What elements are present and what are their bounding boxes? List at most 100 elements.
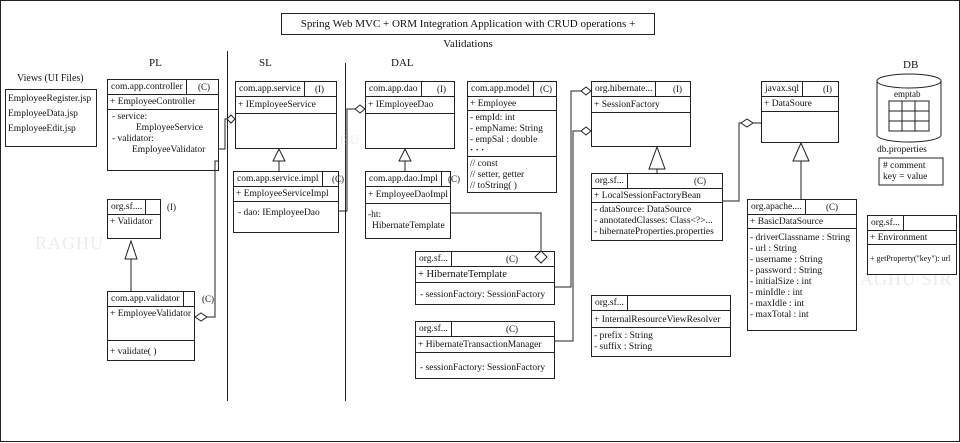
class-name: + IEmployeeService: [238, 100, 316, 110]
attribute-text: - url : String: [750, 244, 797, 254]
aggregation-diamond: [534, 250, 548, 264]
class-name: + HibernateTransactionManager: [418, 340, 542, 350]
db-property-line: # comment: [883, 161, 926, 171]
aggregation-diamond: [354, 104, 366, 114]
aggregation-diamond: [194, 312, 208, 322]
aggregation-diamond: [740, 118, 754, 128]
class-name: + DataSoure: [764, 99, 812, 109]
aggregation-diamond: [580, 126, 592, 136]
connector-lsfb-datasource: [723, 122, 761, 202]
connector-txmgr-sessionfactory: [555, 130, 591, 342]
attribute-text: -ht:: [368, 210, 382, 220]
attribute-text: - dao: IEmployeeDao: [238, 208, 320, 218]
class-box-employee-dao-impl: com.app.dao.Impl (C) + EmployeeDaoImpl -…: [365, 171, 460, 239]
class-name: + EmployeeValidator: [110, 309, 192, 319]
realization-arrow: [398, 147, 412, 162]
layer-label-sl: SL: [259, 57, 272, 69]
attribute-text: - empName: String: [470, 124, 543, 134]
class-name: + Employee: [470, 99, 517, 109]
class-name: + IEmployeeDao: [368, 100, 434, 110]
class-name: + EmployeeDaoImpl: [368, 190, 449, 200]
class-box-internal-resource-view-resolver: org.sf... + InternalResourceViewResolver…: [591, 295, 731, 357]
stereotype-label: (I): [823, 84, 832, 94]
class-name: + InternalResourceViewResolver: [594, 315, 721, 325]
realization-arrow: [648, 145, 666, 170]
class-name: + EmployeeServiceImpl: [236, 189, 329, 199]
class-name: + HibernateTemplate: [418, 269, 507, 280]
class-box-environment: org.sf... + Environment + getProperty("k…: [867, 215, 957, 275]
class-box-iemployee-dao: com.app.dao (I) + IEmployeeDao: [365, 81, 455, 149]
connector-daoimpl-template: [451, 212, 542, 251]
attribute-text: - validator:: [112, 134, 154, 144]
stereotype-label: (I): [673, 84, 682, 94]
db-properties-content: # comment key = value: [879, 159, 949, 185]
connector-controller-validator: [195, 160, 219, 318]
class-box-local-session-factory-bean: org.sf... (C) + LocalSessionFactoryBean …: [591, 173, 723, 241]
connector-controller-service: [219, 118, 235, 150]
stereotype-label: (C): [826, 202, 838, 212]
realization-arrow: [792, 141, 810, 162]
class-box-employee-service-impl: com.app.service.impl (C) + EmployeeServi…: [233, 171, 344, 233]
class-box-employee-controller: com.app.controller (C) + EmployeeControl…: [107, 79, 219, 171]
layer-divider-sl-dal: [345, 63, 346, 401]
class-name: + EmployeeController: [110, 97, 196, 107]
stereotype-label: (C): [694, 176, 706, 186]
class-box-session-factory: org.hibernate... (I) + SessionFactory: [591, 81, 691, 147]
stereotype-label: (C): [202, 294, 214, 304]
stereotype-label: (C): [506, 254, 518, 264]
aggregation-diamond: [226, 114, 236, 124]
stereotype-label: (C): [540, 84, 552, 94]
layer-label-dal: DAL: [391, 57, 414, 69]
aggregation-diamond: [580, 86, 592, 96]
attribute-text: - hibernateProperties.properties: [594, 227, 714, 237]
attribute-text: - empId: int: [470, 113, 515, 123]
stereotype-label: (C): [198, 82, 210, 92]
db-table-name: emptab: [894, 89, 921, 99]
operation-text: // setter, getter: [470, 170, 525, 180]
class-box-employee-model: com.app.model (C) + Employee - empId: in…: [467, 81, 557, 193]
class-name: + SessionFactory: [594, 100, 660, 110]
attribute-text: - dataSource: DataSource: [594, 205, 692, 215]
class-name: + BasicDataSource: [750, 217, 824, 227]
attribute-text: EmployeeService: [136, 123, 204, 133]
realization-arrow: [272, 147, 286, 162]
attribute-text: HibernateTemplate: [372, 221, 445, 231]
attribute-text: - username : String: [750, 255, 823, 265]
attribute-text: - suffix : String: [594, 342, 653, 352]
class-box-hibernate-transaction-manager: org.sf... (C) + HibernateTransactionMana…: [415, 321, 555, 379]
views-title: Views (UI Files): [17, 73, 84, 84]
attribute-text: - initialSize : int: [750, 277, 812, 287]
attribute-text: - empSal : double: [470, 135, 538, 145]
realization-arrow: [124, 239, 138, 260]
db-properties-title: db.properties: [877, 145, 927, 155]
class-name: + Environment: [870, 233, 928, 243]
diagram-title: Spring Web MVC + ORM Integration Applica…: [281, 13, 655, 50]
watermark-left: RAGHU: [35, 233, 105, 253]
layer-label-pl: PL: [149, 57, 162, 69]
attribute-ellipsis: · · ·: [470, 146, 485, 156]
attribute-text: - minIdle : int: [750, 288, 803, 298]
attribute-text: - maxTotal : int: [750, 310, 809, 320]
attribute-text: - prefix : String: [594, 331, 653, 341]
stereotype-label: (I): [315, 84, 324, 94]
attribute-text: - sessionFactory: SessionFactory: [420, 363, 546, 373]
stereotype-label: (I): [167, 202, 176, 212]
attribute-text: - service:: [112, 112, 148, 122]
class-name: + LocalSessionFactoryBean: [594, 191, 701, 201]
view-file-item: EmployeeData.jsp: [8, 109, 78, 119]
layer-label-db: DB: [903, 59, 919, 71]
operation-text: // toString( ): [470, 181, 517, 191]
attribute-text: - annotatedClasses: Class<?>...: [594, 216, 713, 226]
stereotype-label: (C): [448, 174, 460, 184]
stereotype-label: (I): [437, 84, 446, 94]
method-text: + getProperty("key"): url: [870, 254, 951, 263]
attribute-text: - driverClassname : String: [750, 233, 850, 243]
class-box-validator-interface: org.sf.... (I) + Validator: [107, 199, 176, 239]
attribute-text: EmployeeValidator: [132, 145, 206, 155]
class-box-basic-datasource: org.apache.... (C) + BasicDataSource - d…: [747, 199, 857, 331]
operation-text: // const: [470, 159, 498, 169]
